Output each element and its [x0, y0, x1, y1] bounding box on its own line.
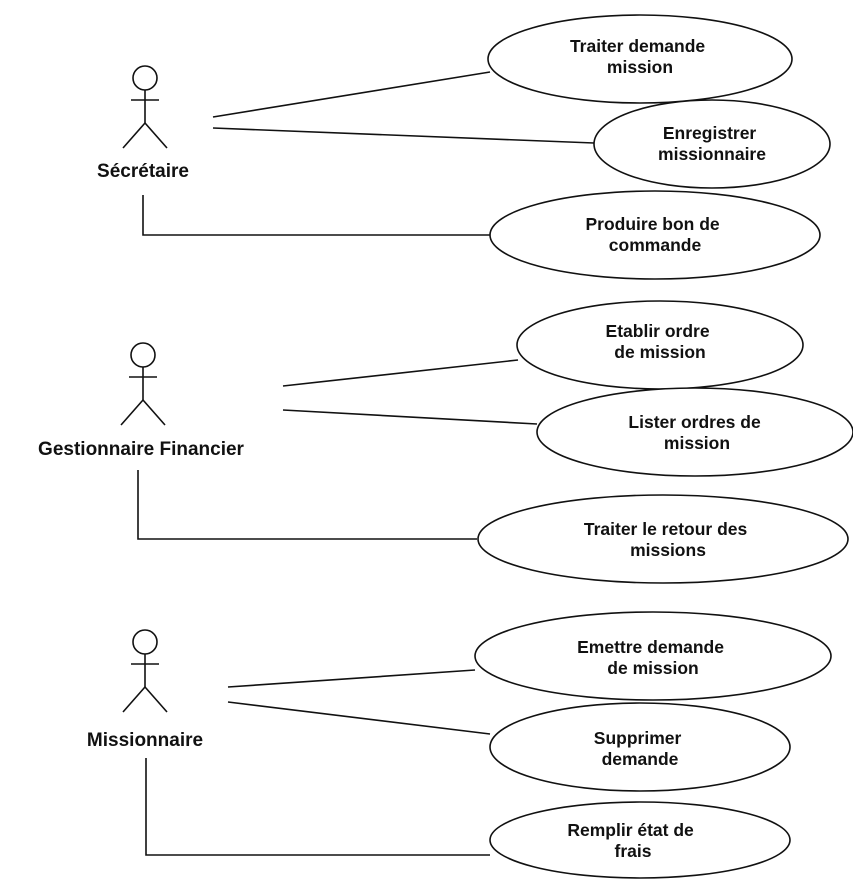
actor-secretaire: Sécrétaire	[97, 65, 189, 182]
use-case-emettre-demande-mission: Emettre demande de mission	[474, 611, 832, 701]
actor-label-gestionnaire: Gestionnaire Financier	[38, 439, 244, 460]
use-case-produire-bon-commande: Produire bon de commande	[489, 190, 821, 280]
stick-figure-icon	[122, 629, 168, 713]
use-case-label: Produire bon de commande	[585, 214, 724, 255]
actor-label-missionnaire: Missionnaire	[87, 730, 203, 751]
association-line	[137, 470, 477, 540]
association-line	[227, 669, 476, 688]
use-case-lister-ordres-mission: Lister ordres de mission	[536, 387, 853, 477]
use-case-traiter-retour-missions: Traiter le retour des missions	[477, 494, 849, 584]
actor-gestionnaire-financier: Gestionnaire Financier	[38, 342, 245, 460]
association-line	[282, 359, 519, 387]
association-line	[227, 701, 491, 735]
use-case-label: Etablir ordre de mission	[606, 321, 715, 362]
use-case-etablir-ordre-mission: Etablir ordre de mission	[516, 300, 804, 390]
use-case-traiter-demande-mission: Traiter demande mission	[487, 14, 793, 104]
stick-figure-icon	[122, 65, 168, 149]
use-case-label: Emettre demande de mission	[577, 637, 729, 678]
use-case-label: Lister ordres de mission	[628, 412, 765, 453]
association-line	[282, 409, 538, 425]
association-line	[142, 195, 490, 236]
association-line	[212, 71, 491, 118]
use-case-label: Supprimer demande	[594, 728, 686, 769]
use-case-label: Remplir état de frais	[567, 820, 698, 861]
use-case-label: Traiter le retour des missions	[584, 519, 752, 560]
associations-secretaire	[142, 71, 595, 236]
use-case-label: Traiter demande mission	[570, 36, 710, 77]
use-case-label: Enregistrer missionnaire	[658, 123, 766, 164]
use-case-remplir-etat-frais: Remplir état de frais	[489, 801, 791, 879]
association-line	[212, 127, 595, 144]
stick-figure-icon	[120, 342, 166, 426]
use-case-enregistrer-missionnaire: Enregistrer missionnaire	[593, 99, 831, 189]
actor-label-secretaire: Sécrétaire	[97, 161, 189, 182]
use-case-supprimer-demande: Supprimer demande	[489, 702, 791, 792]
associations-gestionnaire	[137, 359, 538, 540]
actor-missionnaire: Missionnaire	[87, 629, 203, 751]
associations-missionnaire	[145, 669, 491, 856]
association-line	[145, 758, 490, 856]
